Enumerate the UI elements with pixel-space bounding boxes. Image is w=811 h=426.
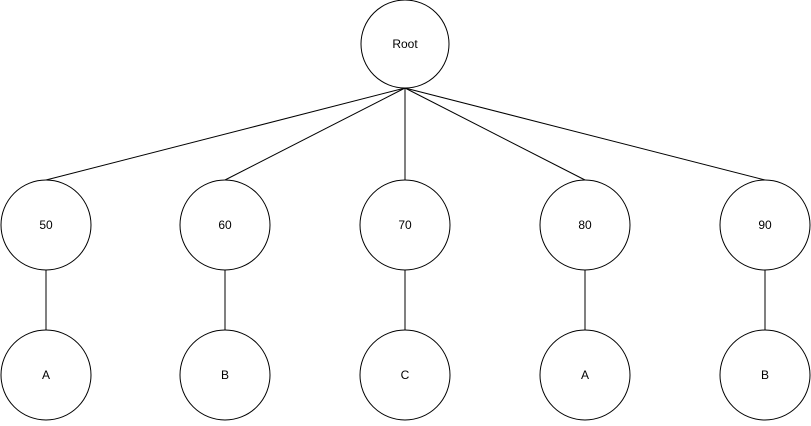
node-label-leaf-b2: B xyxy=(761,368,769,382)
node-label-leaf-a2: A xyxy=(581,368,589,382)
node-circle-root xyxy=(360,0,450,89)
tree-node-child-80: 80 xyxy=(539,179,631,271)
tree-node-leaf-b2: B xyxy=(719,329,811,421)
node-circle-child-80 xyxy=(539,179,631,271)
node-label-root: Root xyxy=(392,37,418,51)
node-circle-leaf-c1 xyxy=(359,329,451,421)
tree-edge-root-to-child-60 xyxy=(224,87,406,181)
node-circle-child-90 xyxy=(719,179,811,271)
tree-node-root: Root xyxy=(360,0,450,89)
tree-edge-root-to-child-90 xyxy=(404,87,766,181)
tree-node-leaf-a2: A xyxy=(539,329,631,421)
node-label-child-90: 90 xyxy=(758,218,772,232)
tree-node-child-50: 50 xyxy=(0,179,92,271)
node-label-leaf-c1: C xyxy=(401,368,410,382)
node-label-child-60: 60 xyxy=(218,218,232,232)
node-label-child-70: 70 xyxy=(398,218,412,232)
tree-edge-root-to-child-80 xyxy=(404,87,586,181)
tree-node-child-70: 70 xyxy=(359,179,451,271)
node-label-child-50: 50 xyxy=(39,218,53,232)
node-circle-child-60 xyxy=(179,179,271,271)
node-circle-child-70 xyxy=(359,179,451,271)
node-label-leaf-b1: B xyxy=(221,368,229,382)
tree-edge-root-to-child-50 xyxy=(45,87,406,181)
tree-node-child-60: 60 xyxy=(179,179,271,271)
node-circle-leaf-b2 xyxy=(719,329,811,421)
tree-node-leaf-b1: B xyxy=(179,329,271,421)
node-label-leaf-a1: A xyxy=(42,368,50,382)
node-label-child-80: 80 xyxy=(578,218,592,232)
tree-node-leaf-a1: A xyxy=(0,329,92,421)
node-circle-leaf-b1 xyxy=(179,329,271,421)
node-circle-child-50 xyxy=(0,179,92,271)
node-circle-leaf-a2 xyxy=(539,329,631,421)
node-circle-leaf-a1 xyxy=(0,329,92,421)
tree-node-leaf-c1: C xyxy=(359,329,451,421)
tree-node-child-90: 90 xyxy=(719,179,811,271)
